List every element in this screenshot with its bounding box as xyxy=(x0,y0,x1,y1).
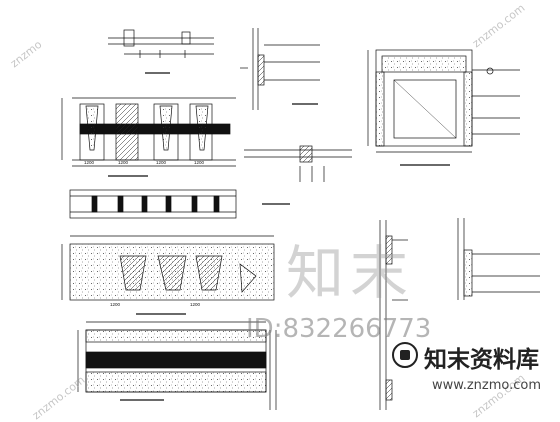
section-detail-top xyxy=(240,28,320,110)
site-logo: 知末资料库 www.znzmo.com xyxy=(392,338,554,412)
dimension-label: 1200 xyxy=(118,160,129,165)
door-elevation-b xyxy=(61,97,236,177)
section-detail-right xyxy=(269,220,408,410)
elevation-band xyxy=(69,189,237,219)
elevation-detail-c xyxy=(61,235,275,315)
dimension-label: 1200 xyxy=(84,160,95,165)
logo-name: 知末资料库 xyxy=(424,347,539,373)
dimension-label: 1200 xyxy=(110,302,121,307)
plan-detail-top xyxy=(108,29,214,74)
dimension-label: 1200 xyxy=(194,160,205,165)
dimension-label: 1200 xyxy=(190,302,201,307)
znzmo-logo-icon xyxy=(392,342,418,368)
logo-url: www.znzmo.com xyxy=(432,378,542,393)
brand-watermark: 知末 xyxy=(286,239,415,307)
dimension-label: 1200 xyxy=(156,160,167,165)
elevation-detail-top-right xyxy=(367,49,520,166)
section-detail-far-right xyxy=(457,218,540,300)
section-detail-middle xyxy=(244,145,352,205)
elevation-detail-bottom xyxy=(77,321,267,401)
id-watermark: ID:832266773 xyxy=(246,314,432,344)
